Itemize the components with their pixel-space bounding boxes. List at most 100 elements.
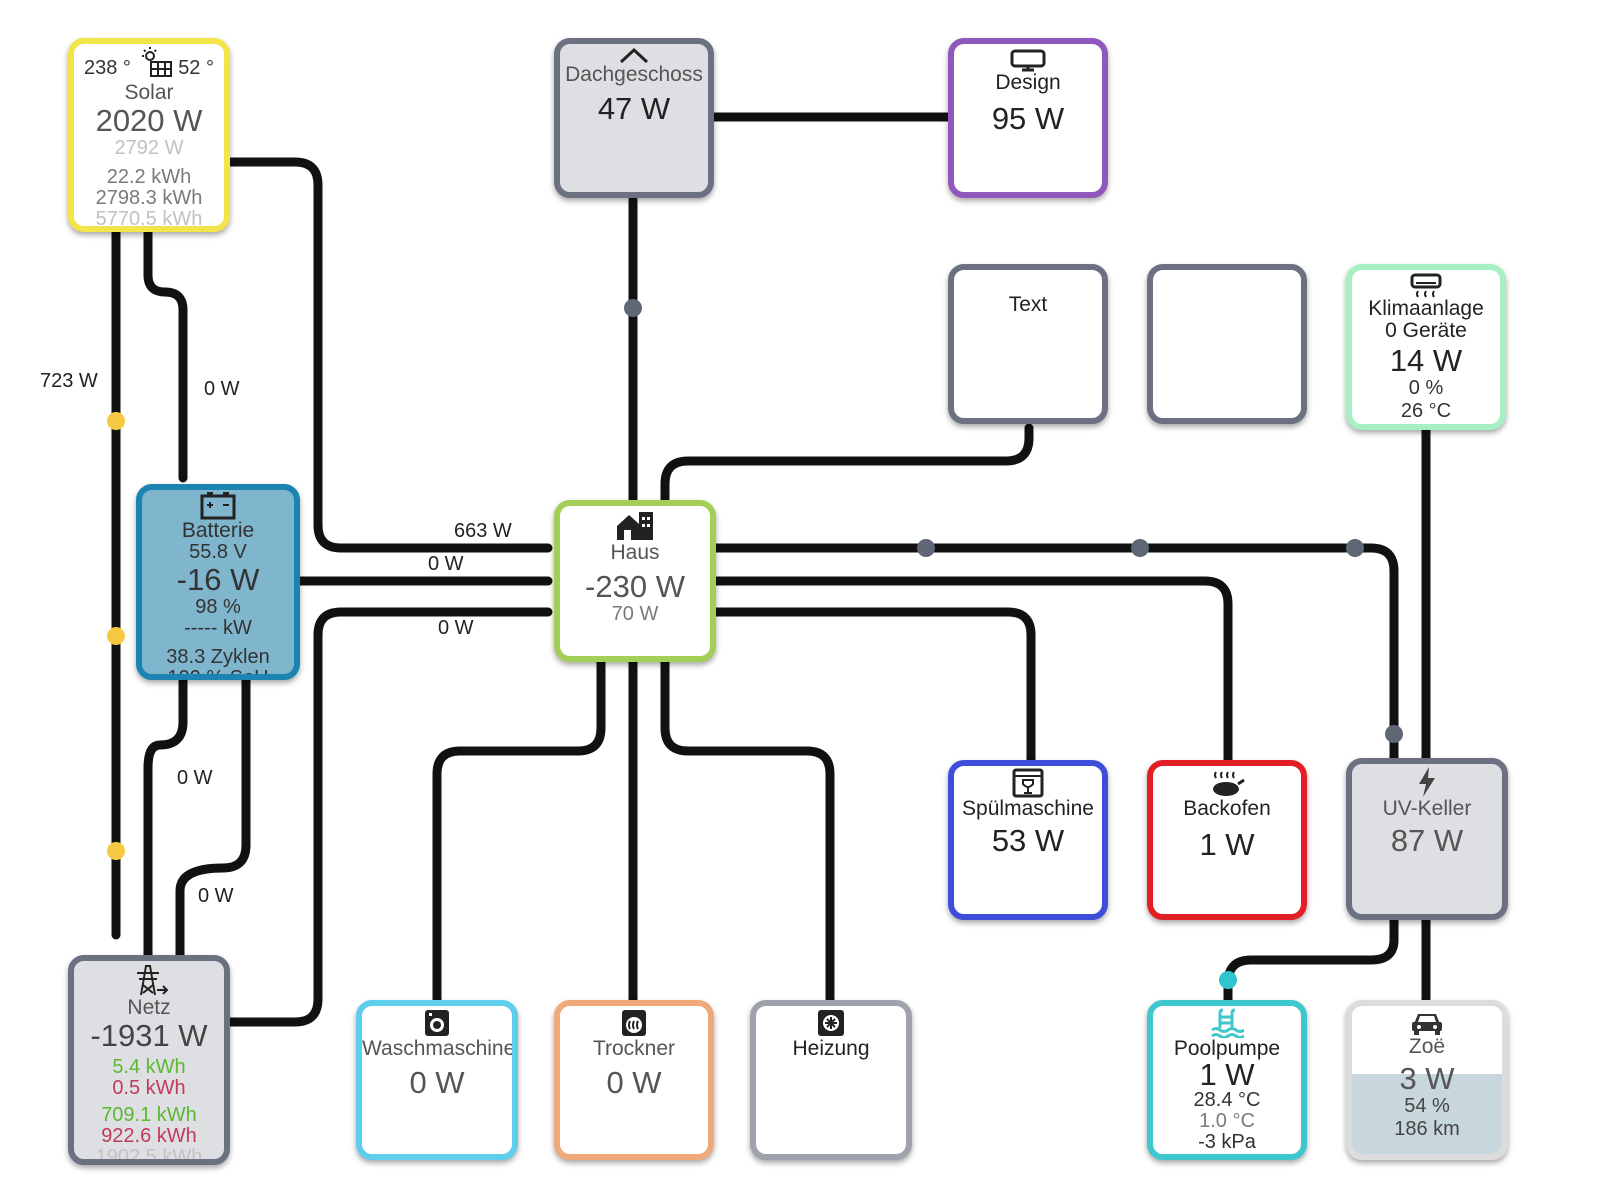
solar-title: Solar (124, 81, 174, 104)
dachgeschoss-title: Dachgeschoss (565, 63, 703, 86)
zoe-range: 186 km (1394, 1118, 1460, 1140)
klimaanlage-devices: 0 Geräte (1385, 319, 1467, 342)
netz-import-total: 709.1 kWh (101, 1104, 197, 1126)
solar-power: 2020 W (95, 103, 203, 138)
klimaanlage-power: 14 W (1389, 343, 1463, 378)
poolpumpe-node[interactable]: Poolpumpe 1 W 28.4 °C 1.0 °C -3 kPa (1147, 1000, 1307, 1160)
uvkeller-node[interactable]: UV-Keller 87 W (1346, 758, 1508, 920)
label-solar-house: 663 W (454, 520, 512, 542)
label-battery-grid-2: 0 W (198, 885, 234, 907)
batterie-power: -16 W (176, 562, 260, 597)
line-house-uvkeller (711, 543, 1399, 763)
spuelmaschine-power: 53 W (991, 823, 1065, 858)
zoe-soc-fill (1352, 1074, 1502, 1154)
waschmaschine-node[interactable]: Waschmaschine 0 W (356, 1000, 518, 1160)
waschmaschine-title: Waschmaschine (362, 1037, 516, 1060)
batterie-soc: 98 % (195, 596, 241, 618)
netz-import-today: 5.4 kWh (112, 1056, 186, 1078)
netz-export-total: 922.6 kWh (101, 1125, 197, 1147)
text-node[interactable]: Text (948, 264, 1108, 424)
zoe-node[interactable]: Zoë 3 W 54 % 186 km (1346, 1000, 1508, 1160)
car-icon (1412, 1014, 1442, 1035)
solar-today: 22.2 kWh (106, 166, 192, 188)
line-house-backofen (711, 576, 1233, 765)
batterie-cycles: 38.3 Zyklen (166, 646, 270, 668)
batterie-voltage: 55.8 V (189, 541, 247, 563)
design-title: Design (995, 71, 1061, 94)
solar-panel-icon (142, 47, 172, 77)
trockner-power: 0 W (606, 1065, 662, 1100)
backofen-title: Backofen (1183, 797, 1271, 820)
haus-title: Haus (610, 541, 660, 564)
line-battery-grid-1 (143, 675, 188, 960)
dachgeschoss-node[interactable]: Dachgeschoss 47 W (554, 38, 714, 198)
waschmaschine-power: 0 W (409, 1065, 465, 1100)
netz-total: 1902.5 kWh (95, 1146, 203, 1165)
batterie-title: Batterie (181, 519, 255, 542)
zoe-power: 3 W (1399, 1061, 1455, 1096)
batterie-kw: ----- kW (184, 617, 252, 639)
label-solar-battery: 0 W (204, 378, 240, 400)
haus-node[interactable]: Haus -230 W 70 W (554, 500, 716, 662)
trockner-node[interactable]: Trockner 0 W (554, 1000, 714, 1160)
label-solar-grid: 723 W (40, 370, 98, 392)
text-node-title: Text (1008, 293, 1048, 316)
design-node[interactable]: Design 95 W (948, 38, 1108, 198)
line-grid-house (225, 607, 553, 1027)
empty-node[interactable] (1147, 264, 1307, 424)
dishwasher-icon (1012, 768, 1044, 798)
solar-node[interactable]: 238 ° 52 ° Solar 2020 W 2792 W 22.2 kWh … (68, 38, 230, 232)
solar-elevation: 52 ° (178, 57, 214, 79)
netz-node[interactable]: Netz -1931 W 5.4 kWh 0.5 kWh 709.1 kWh 9… (68, 955, 230, 1165)
solar-secondary: 2792 W (114, 137, 184, 159)
klimaanlage-temp: 26 °C (1400, 400, 1452, 422)
line-solar-battery (143, 223, 188, 483)
line-solar-house (221, 157, 553, 553)
heater-icon (818, 1010, 844, 1036)
poolpumpe-power: 1 W (1199, 1057, 1255, 1092)
haus-power: -230 W (585, 569, 685, 604)
label-battery-house: 0 W (428, 553, 464, 575)
spuelmaschine-title: Spülmaschine (962, 797, 1094, 820)
line-house-heizung (660, 657, 835, 1005)
spuelmaschine-node[interactable]: Spülmaschine 53 W (948, 760, 1108, 920)
backofen-node[interactable]: Backofen 1 W (1147, 760, 1307, 920)
design-power: 95 W (991, 101, 1065, 136)
label-grid-house: 0 W (438, 617, 474, 639)
lightning-icon (1419, 767, 1435, 797)
transmission-tower-icon (137, 965, 169, 996)
heizung-node[interactable]: Heizung (750, 1000, 912, 1160)
heizung-title: Heizung (792, 1037, 870, 1060)
batterie-soh: 100 % SoH (167, 667, 269, 680)
netz-power: -1931 W (90, 1018, 208, 1053)
batterie-node[interactable]: Batterie 55.8 V -16 W 98 % ----- kW 38.3… (136, 484, 300, 680)
flow-dot (1346, 539, 1364, 557)
line-house-text (660, 423, 1034, 505)
flow-dot (1131, 539, 1149, 557)
dachgeschoss-power: 47 W (597, 91, 671, 126)
haus-secondary: 70 W (611, 603, 659, 625)
flow-dot (107, 842, 125, 860)
uvkeller-power: 87 W (1390, 823, 1464, 858)
solar-azimuth: 238 ° (84, 57, 131, 79)
poolpumpe-title: Poolpumpe (1173, 1037, 1281, 1060)
dryer-icon (622, 1010, 646, 1036)
label-battery-grid-1: 0 W (177, 767, 213, 789)
klimaanlage-node[interactable]: Klimaanlage 0 Geräte 14 W 0 % 26 °C (1346, 264, 1506, 430)
klimaanlage-title: Klimaanlage (1368, 297, 1484, 320)
zoe-soc: 54 % (1404, 1095, 1450, 1117)
flow-dot (917, 539, 935, 557)
flow-dot (1385, 725, 1403, 743)
oven-icon (1213, 771, 1245, 796)
roof-icon (619, 47, 649, 64)
solar-total: 2798.3 kWh (95, 187, 203, 209)
flow-dot (107, 412, 125, 430)
pool-icon (1211, 1008, 1244, 1038)
zoe-title: Zoë (1408, 1035, 1446, 1058)
air-conditioner-icon (1410, 273, 1442, 298)
poolpumpe-temp1: 28.4 °C (1193, 1089, 1261, 1111)
flow-dot (107, 627, 125, 645)
netz-title: Netz (127, 996, 171, 1019)
uvkeller-title: UV-Keller (1382, 797, 1472, 820)
